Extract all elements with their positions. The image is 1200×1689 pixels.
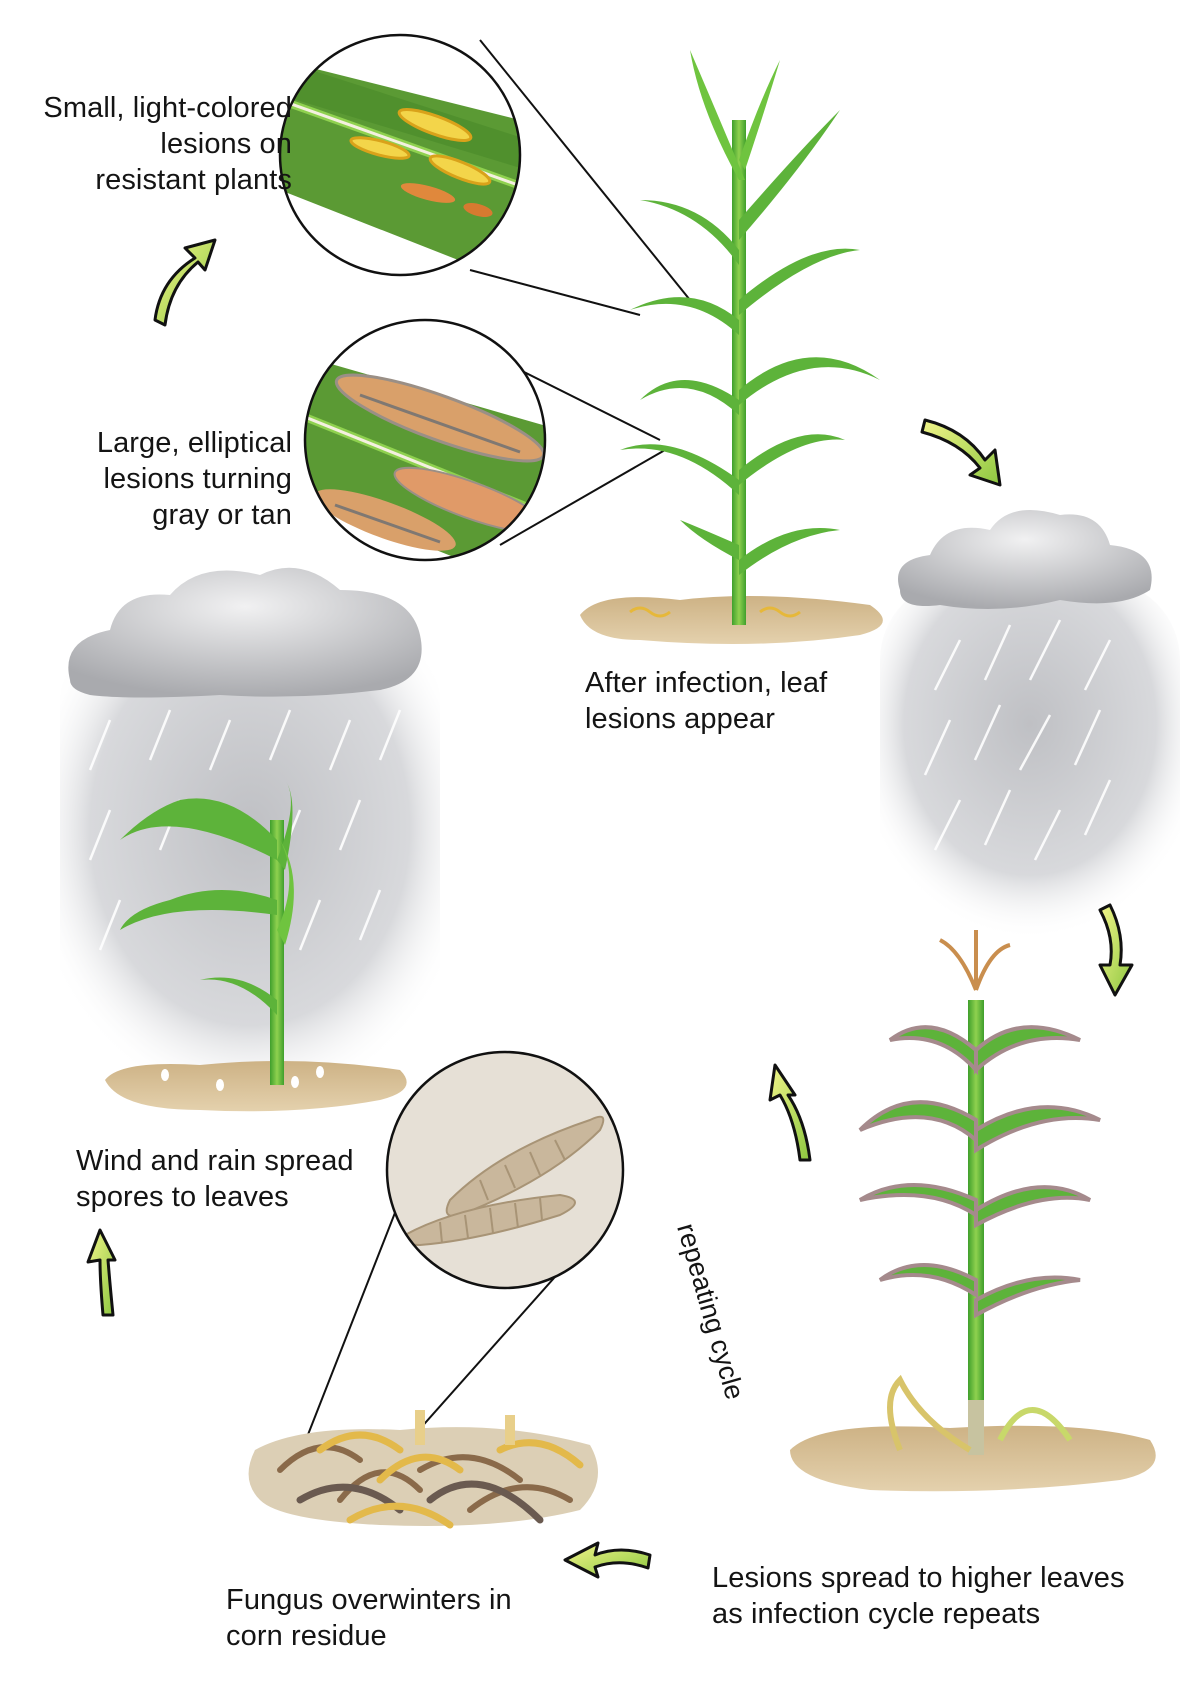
arrow-repeat-icon (768, 1063, 812, 1162)
corn-seedling (105, 780, 407, 1112)
rain-cloud-left (60, 567, 440, 1110)
label-overwinter: Fungus overwinters in corn residue (226, 1584, 512, 1652)
magnifier-spores (299, 1050, 625, 1486)
arrow-left-icon (563, 1541, 652, 1579)
corn-plant-diseased (790, 930, 1156, 1492)
label-susceptible: Large, elliptical lesions turning gray o… (96, 427, 292, 531)
corn-plant-infected (580, 50, 883, 644)
magnifier-susceptible-lesions (303, 318, 666, 562)
arrow-up-icon (86, 1228, 117, 1317)
label-spread: Wind and rain spread spores to leaves (76, 1145, 354, 1213)
corn-residue (248, 1410, 599, 1529)
magnifier-resistant-lesions (278, 33, 691, 316)
cycle-arrows (86, 238, 1134, 1579)
rain-cloud-right (880, 510, 1180, 940)
label-resistant: Small, light-colored lesions on resistan… (43, 92, 292, 196)
arrow-down-icon (1098, 903, 1134, 997)
label-infection: After infection, leaf lesions appear (585, 667, 828, 735)
label-repeat: Lesions spread to higher leaves as infec… (712, 1562, 1125, 1630)
arrow-down-right-icon (920, 418, 1002, 487)
arrow-up-right-icon (153, 238, 217, 327)
